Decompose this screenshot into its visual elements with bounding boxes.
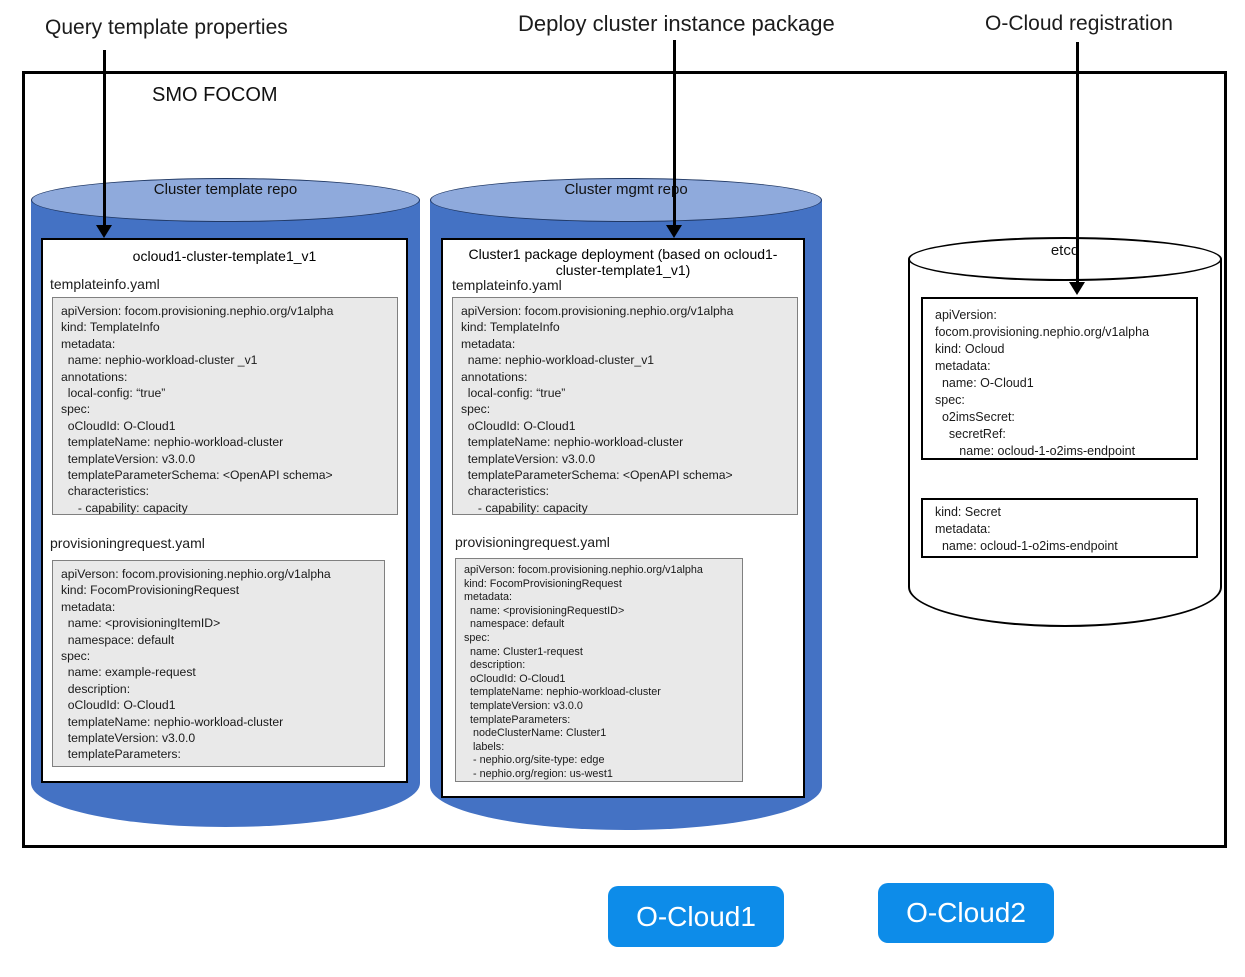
- template-repo-templateinfo-yaml: apiVersion: focom.provisioning.nephio.or…: [52, 297, 398, 515]
- ocloud-registration-label: O-Cloud registration: [985, 12, 1173, 35]
- query-arrow-head-icon: [96, 225, 112, 238]
- etcd-ocloud-resource-box: apiVersion: focom.provisioning.nephio.or…: [921, 297, 1198, 460]
- registration-arrow-line: [1076, 42, 1079, 283]
- mgmt-repo-provisioningrequest-content: apiVerson: focom.provisioning.nephio.org…: [464, 564, 703, 780]
- cluster-mgmt-repo-label: Cluster mgmt repo: [564, 181, 688, 198]
- query-arrow-line: [103, 50, 106, 226]
- mgmt-repo-templateinfo-yaml: apiVersion: focom.provisioning.nephio.or…: [452, 297, 798, 515]
- cluster-template-repo-cylinder-top: [31, 178, 420, 222]
- registration-arrow-head-icon: [1069, 282, 1085, 295]
- cluster-template-repo-label: Cluster template repo: [153, 181, 298, 198]
- mgmt-repo-templateinfo-content: apiVersion: focom.provisioning.nephio.or…: [461, 304, 734, 515]
- etcd-secret-resource-content: kind: Secret metadata: name: ocloud-1-o2…: [935, 505, 1118, 553]
- cluster1-package-title: Cluster1 package deployment (based on oc…: [468, 246, 778, 278]
- template-repo-templateinfo-content: apiVersion: focom.provisioning.nephio.or…: [61, 304, 334, 515]
- template-repo-provisioningrequest-filename: provisioningrequest.yaml: [50, 535, 205, 551]
- template-repo-provisioningrequest-content: apiVerson: focom.provisioning.nephio.org…: [61, 567, 331, 762]
- mgmt-repo-provisioningrequest-filename: provisioningrequest.yaml: [455, 534, 610, 550]
- mgmt-repo-templateinfo-filename: templateinfo.yaml: [452, 277, 562, 293]
- ocloud1-button[interactable]: O-Cloud1: [608, 886, 784, 947]
- template-repo-provisioningrequest-yaml: apiVerson: focom.provisioning.nephio.org…: [52, 560, 385, 767]
- template-package-title: ocloud1-cluster-template1_v1: [132, 248, 317, 264]
- mgmt-repo-provisioningrequest-yaml: apiVerson: focom.provisioning.nephio.org…: [455, 558, 743, 782]
- query-template-properties-label: Query template properties: [45, 16, 288, 39]
- smo-focom-title: SMO FOCOM: [152, 84, 278, 106]
- template-repo-templateinfo-filename: templateinfo.yaml: [50, 276, 160, 292]
- etcd-cylinder-top: [908, 237, 1222, 281]
- etcd-secret-resource-box: kind: Secret metadata: name: ocloud-1-o2…: [921, 498, 1198, 558]
- etcd-ocloud-resource-content: apiVersion: focom.provisioning.nephio.or…: [935, 308, 1150, 458]
- ocloud2-button[interactable]: O-Cloud2: [878, 883, 1054, 943]
- deploy-arrow-line: [673, 40, 676, 226]
- deploy-arrow-head-icon: [666, 225, 682, 238]
- cluster-mgmt-repo-cylinder-top: [430, 178, 822, 222]
- deploy-cluster-package-label: Deploy cluster instance package: [518, 11, 835, 36]
- etcd-label: etcd: [1050, 242, 1080, 259]
